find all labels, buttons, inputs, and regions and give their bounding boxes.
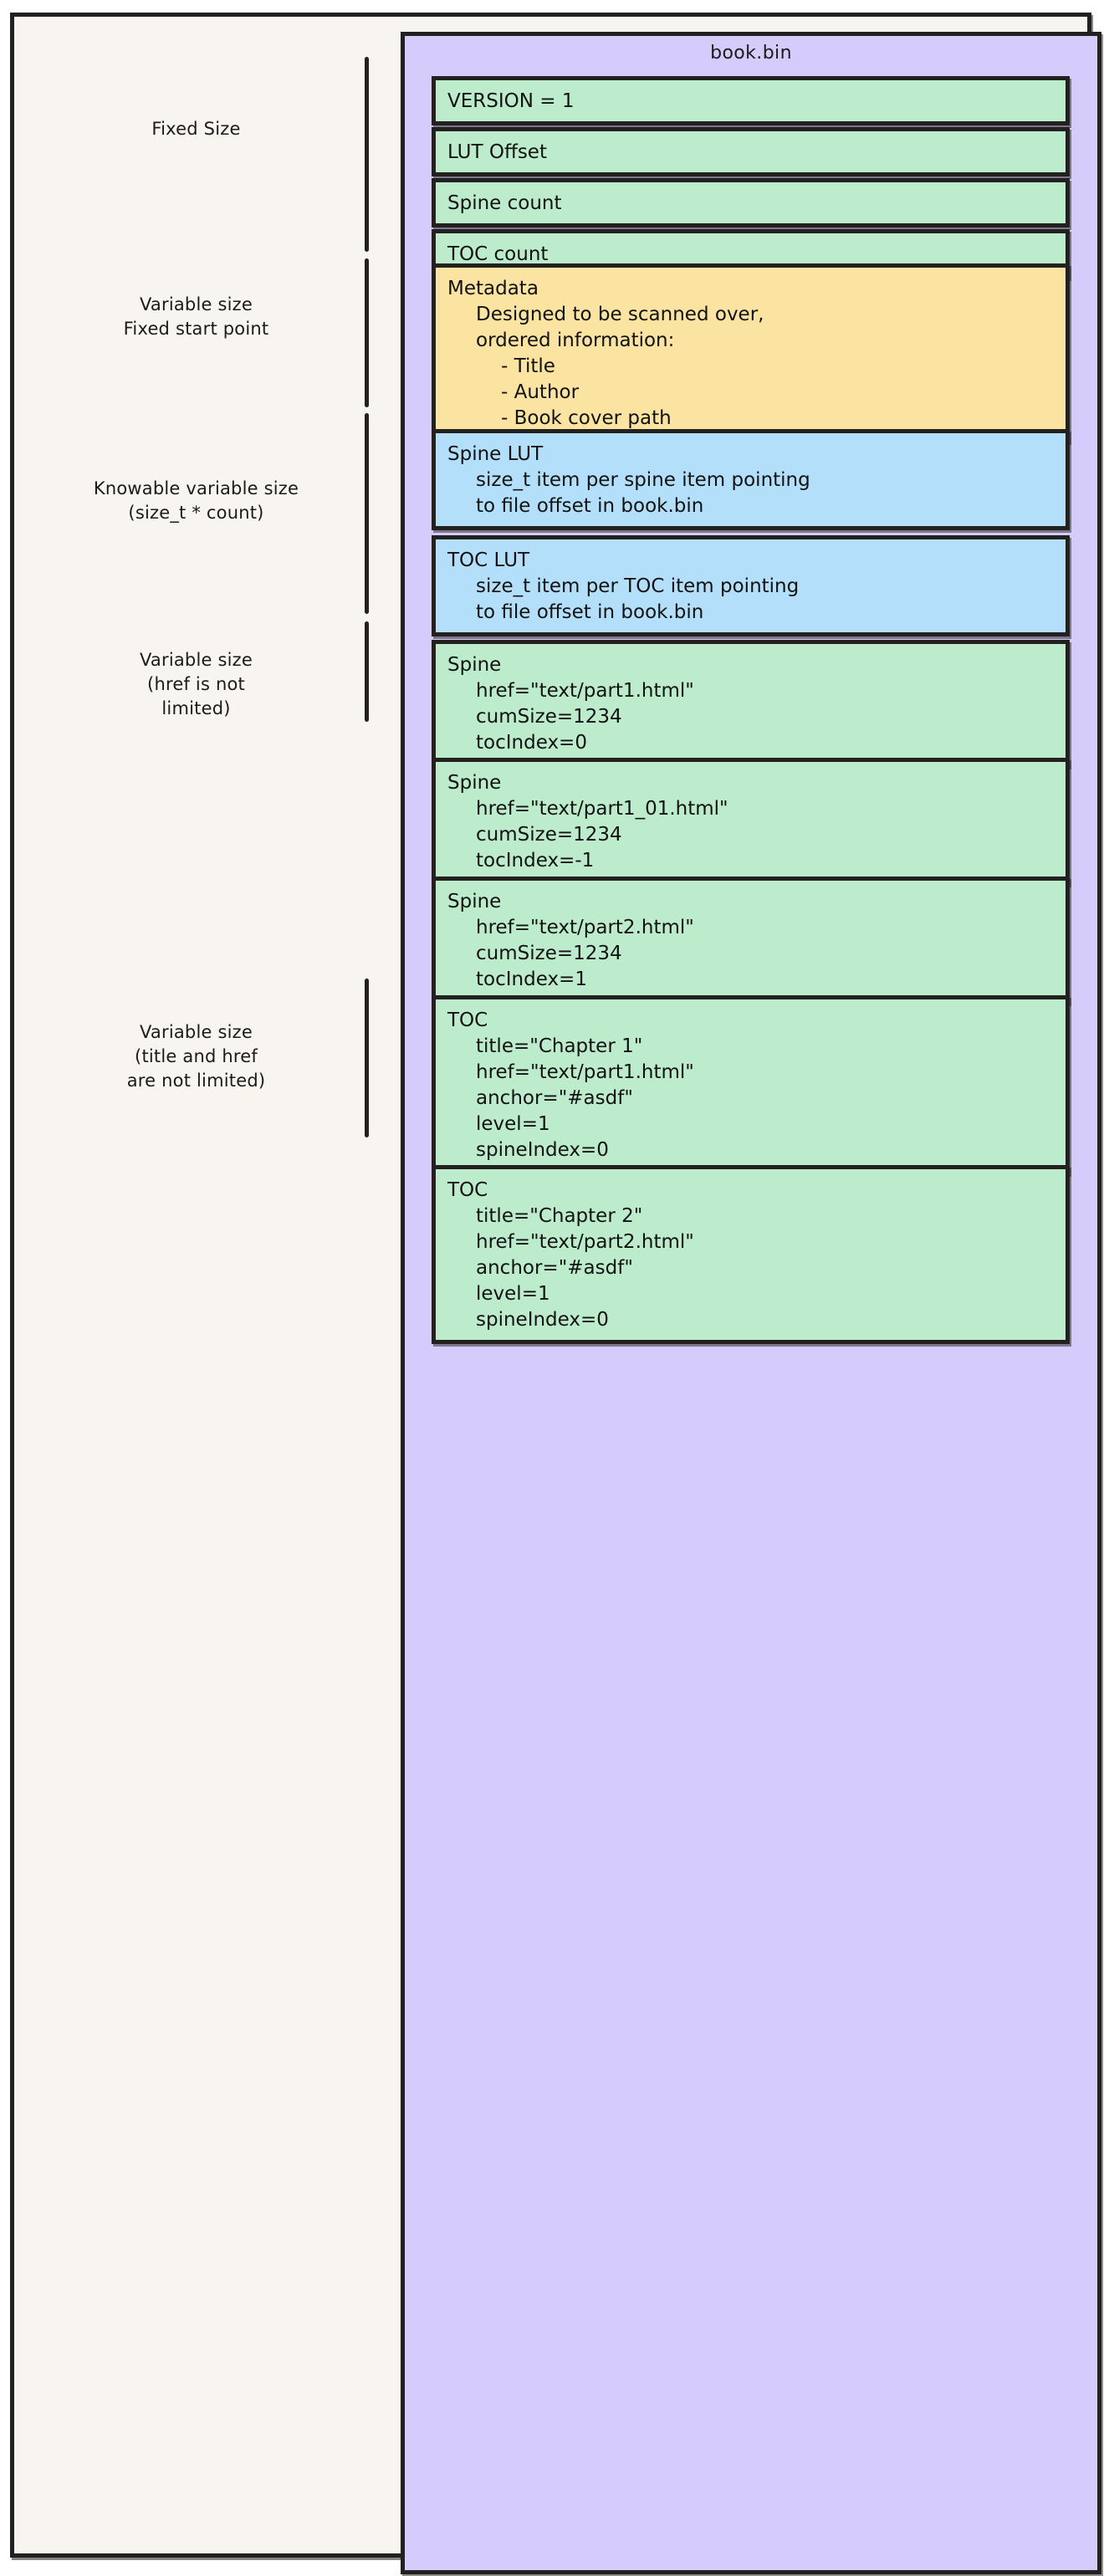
record-line: href="text/part1.html" (476, 1061, 694, 1083)
bracket-fixed (365, 57, 369, 252)
record-spine-lut: Spine LUT size_t item per spine item poin… (432, 429, 1070, 530)
record-line: - Book cover path (501, 407, 672, 429)
record-line: level=1 (476, 1283, 550, 1305)
record-toc-2: TOC title="Chapter 2" href="text/part2.htm… (432, 1165, 1070, 1344)
record-line: - Title (501, 355, 555, 377)
record-toc-1: TOC title="Chapter 1" href="text/part1.htm… (432, 995, 1070, 1174)
record-line: title="Chapter 1" (476, 1035, 643, 1057)
annotation-variable-href: Variable size (href is not limited) (139, 650, 253, 718)
record-header: LUT Offset (447, 141, 547, 163)
record-header: TOC LUT (447, 549, 530, 571)
record-line: anchor="#asdf" (476, 1087, 633, 1109)
record-header: Metadata (447, 278, 539, 299)
record-header: TOC (447, 1009, 488, 1031)
record-line: size_t item per TOC item pointing (476, 575, 800, 597)
bracket-spine (365, 621, 369, 722)
annotation-fixed-size: Fixed Size (151, 119, 241, 139)
bracket-toc (365, 979, 369, 1137)
bracket-metadata (365, 258, 369, 407)
annotation-knowable-variable: Knowable variable size (size_t * count) (93, 478, 299, 523)
record-toc-lut: TOC LUT size_t item per TOC item pointing… (432, 535, 1070, 636)
bracket-lut (365, 413, 369, 614)
record-line: to file offset in book.bin (476, 495, 704, 517)
record-header: TOC count (447, 243, 549, 265)
record-header: Spine LUT (447, 443, 544, 465)
record-spine-2: Spine href="text/part1_01.html" cumSize=12… (432, 758, 1070, 885)
record-line: title="Chapter 2" (476, 1205, 643, 1227)
record-line: tocIndex=1 (476, 969, 587, 990)
record-lut-offset: LUT Offset (432, 127, 1070, 176)
record-line: level=1 (476, 1113, 550, 1135)
record-line: href="text/part2.html" (476, 1231, 694, 1253)
annotation-variable-title-href: Variable size (title and href are not li… (126, 1022, 266, 1091)
record-line: - Author (501, 381, 580, 403)
record-spine-count: Spine count (432, 178, 1070, 227)
record-header: TOC (447, 1179, 488, 1201)
record-line: ordered information: (476, 330, 675, 351)
record-header: Spine (447, 891, 502, 912)
record-header: Spine (447, 772, 502, 794)
record-version: VERSION = 1 (432, 76, 1070, 125)
record-spine-1: Spine href="text/part1.html" cumSize=1234 t… (432, 640, 1070, 767)
record-line: cumSize=1234 (476, 943, 622, 964)
record-line: anchor="#asdf" (476, 1257, 633, 1279)
file-title: book.bin (710, 43, 792, 64)
record-line: tocIndex=0 (476, 732, 587, 754)
record-line: href="text/part1_01.html" (476, 798, 728, 820)
record-line: cumSize=1234 (476, 824, 622, 846)
record-line: href="text/part1.html" (476, 680, 694, 702)
record-spine-3: Spine href="text/part2.html" cumSize=1234 t… (432, 877, 1070, 1004)
record-line: to file offset in book.bin (476, 601, 704, 623)
record-header: VERSION = 1 (447, 90, 575, 112)
record-header: Spine (447, 654, 502, 676)
record-line: tocIndex=-1 (476, 850, 595, 871)
record-line: Designed to be scanned over, (476, 304, 764, 325)
annotation-variable-fixed-start: Variable size Fixed start point (123, 294, 269, 339)
record-line: cumSize=1234 (476, 706, 622, 728)
record-line: spineIndex=0 (476, 1139, 609, 1161)
record-header: Spine count (447, 192, 562, 214)
record-line: spineIndex=0 (476, 1309, 609, 1331)
record-line: href="text/part2.html" (476, 917, 694, 938)
record-line: size_t item per spine item pointing (476, 469, 810, 491)
